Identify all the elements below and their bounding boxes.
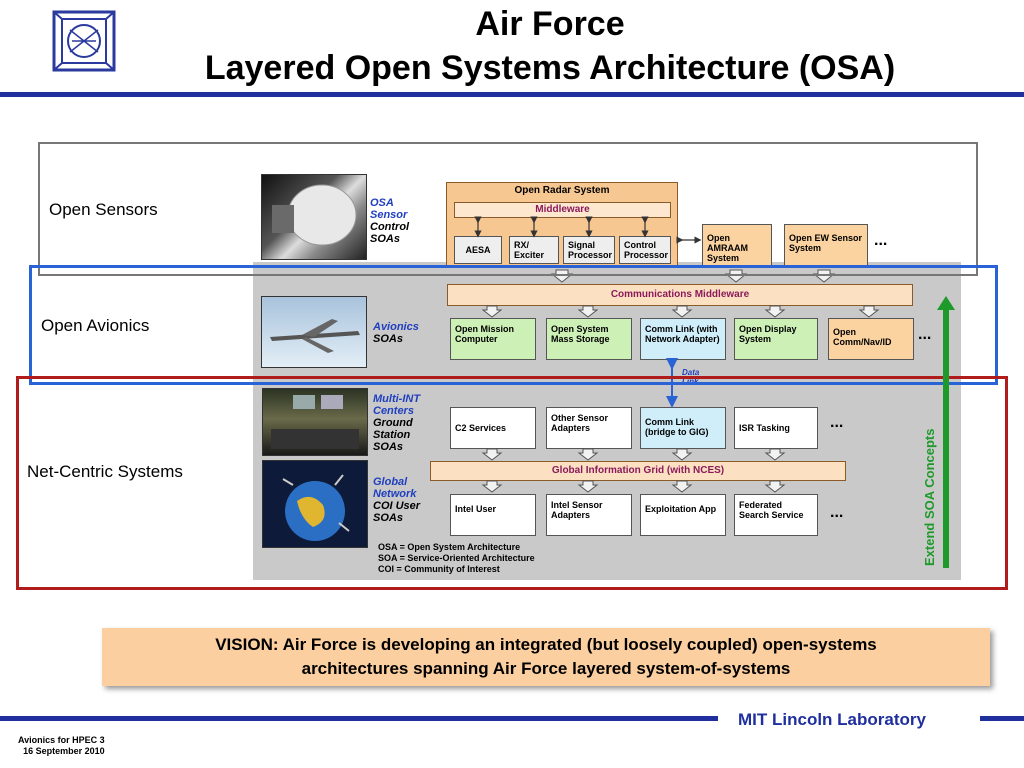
sensor-soa-l1: OSA xyxy=(370,197,394,209)
legend-osa: OSA = Open System Architecture xyxy=(378,542,521,552)
data-link-label: Data Link xyxy=(682,368,700,386)
globe-photo xyxy=(262,460,368,548)
footer-rule-left xyxy=(0,716,718,721)
footer-rule-right xyxy=(980,716,1024,721)
aesa-box: AESA xyxy=(454,236,502,264)
open-sensors-frame xyxy=(38,142,978,276)
mission-computer-box: Open Mission Computer xyxy=(450,318,536,360)
sensors-ellipsis: ... xyxy=(874,232,888,249)
ground-station-photo xyxy=(262,388,368,456)
radar-system-title: Open Radar System xyxy=(514,185,610,196)
global-soa-l2: Network xyxy=(373,488,417,500)
display-system-box: Open Display System xyxy=(734,318,818,360)
net-centric-frame xyxy=(16,376,1008,590)
ground-soa-l5: SOAs xyxy=(373,441,403,453)
vision-line1: VISION: Air Force is developing an integ… xyxy=(215,635,877,654)
ground-soa-l4: Station xyxy=(373,429,411,441)
sensor-soa-l4: SOAs xyxy=(370,233,400,245)
legend-coi: COI = Community of Interest xyxy=(378,564,500,574)
lab-name: MIT Lincoln Laboratory xyxy=(738,710,926,729)
rx-exciter-box: RX/ Exciter xyxy=(509,236,559,264)
open-avionics-frame xyxy=(29,265,998,385)
comm-link-network-adapter-box: Comm Link (with Network Adapter) xyxy=(640,318,726,360)
federated-search-box: Federated Search Service xyxy=(734,494,818,536)
radar-middleware-bar: Middleware xyxy=(454,202,671,218)
legend-soa: SOA = Service-Oriented Architecture xyxy=(378,553,535,563)
avionics-ellipsis: ... xyxy=(918,326,932,343)
gig-bar: Global Information Grid (with NCES) xyxy=(430,461,846,481)
control-processor-box: Control Processor xyxy=(619,236,671,264)
netcentric-ellipsis-2: ... xyxy=(830,504,844,521)
amraam-system-box: Open AMRAAM System xyxy=(702,224,772,268)
avionics-soa-label: Avionics SOAs xyxy=(373,321,419,345)
aircraft-photo xyxy=(261,296,367,368)
intel-user-box: Intel User xyxy=(450,494,536,536)
global-soa-l4: SOAs xyxy=(373,512,403,524)
avionics-soa-l1: Avionics xyxy=(373,321,419,333)
extend-arrow-icon xyxy=(937,296,955,568)
extend-soa-text: Extend SOA Concepts xyxy=(922,428,937,566)
mit-ll-logo-icon xyxy=(52,10,116,72)
sensor-soa-label: OSA Sensor Control SOAs xyxy=(370,197,409,245)
header-rule xyxy=(0,92,1024,97)
page-title-line2: Layered Open Systems Architecture (OSA) xyxy=(204,49,896,87)
intel-sensor-adapters-box: Intel Sensor Adapters xyxy=(546,494,632,536)
legend: OSA = Open System Architecture SOA = Ser… xyxy=(378,542,535,575)
ground-soa-l3: Ground xyxy=(373,417,413,429)
netcentric-ellipsis-1: ... xyxy=(830,414,844,431)
ew-sensor-system-box: Open EW Sensor System xyxy=(784,224,868,268)
isr-tasking-box: ISR Tasking xyxy=(734,407,818,449)
signal-processor-box: Signal Processor xyxy=(563,236,615,264)
slide-date-text: 16 September 2010 xyxy=(23,746,105,756)
sensor-soa-l2: Sensor xyxy=(370,209,408,221)
open-sensors-label: Open Sensors xyxy=(49,200,158,219)
net-centric-label: Net-Centric Systems xyxy=(27,462,183,481)
radar-photo xyxy=(261,174,367,260)
vision-box: VISION: Air Force is developing an integ… xyxy=(102,628,990,686)
c2-services-box: C2 Services xyxy=(450,407,536,449)
comm-nav-id-box: Open Comm/Nav/ID xyxy=(828,318,914,360)
mass-storage-box: Open System Mass Storage xyxy=(546,318,632,360)
extend-soa-label: Extend SOA Concepts xyxy=(922,396,940,566)
avionics-soa-l2: SOAs xyxy=(373,333,403,345)
exploitation-app-box: Exploitation App xyxy=(640,494,726,536)
page-title-line1: Air Force xyxy=(475,5,625,43)
global-soa-label: Global Network COI User SOAs xyxy=(373,476,420,524)
global-soa-l3: COI User xyxy=(373,500,421,512)
slide-number-text: Avionics for HPEC 3 xyxy=(18,735,105,745)
slide-footer: Avionics for HPEC 3 16 September 2010 xyxy=(18,735,105,757)
ground-soa-l2: Centers xyxy=(373,405,414,417)
global-soa-l1: Global xyxy=(373,476,408,488)
ground-soa-label: Multi-INT Centers Ground Station SOAs xyxy=(373,393,420,453)
ground-soa-l1: Multi-INT xyxy=(373,393,421,405)
open-avionics-label: Open Avionics xyxy=(41,316,150,335)
sensor-soa-l3: Control xyxy=(370,221,410,233)
other-sensor-adapters-box: Other Sensor Adapters xyxy=(546,407,632,449)
vision-line2: architectures spanning Air Force layered… xyxy=(301,659,791,678)
